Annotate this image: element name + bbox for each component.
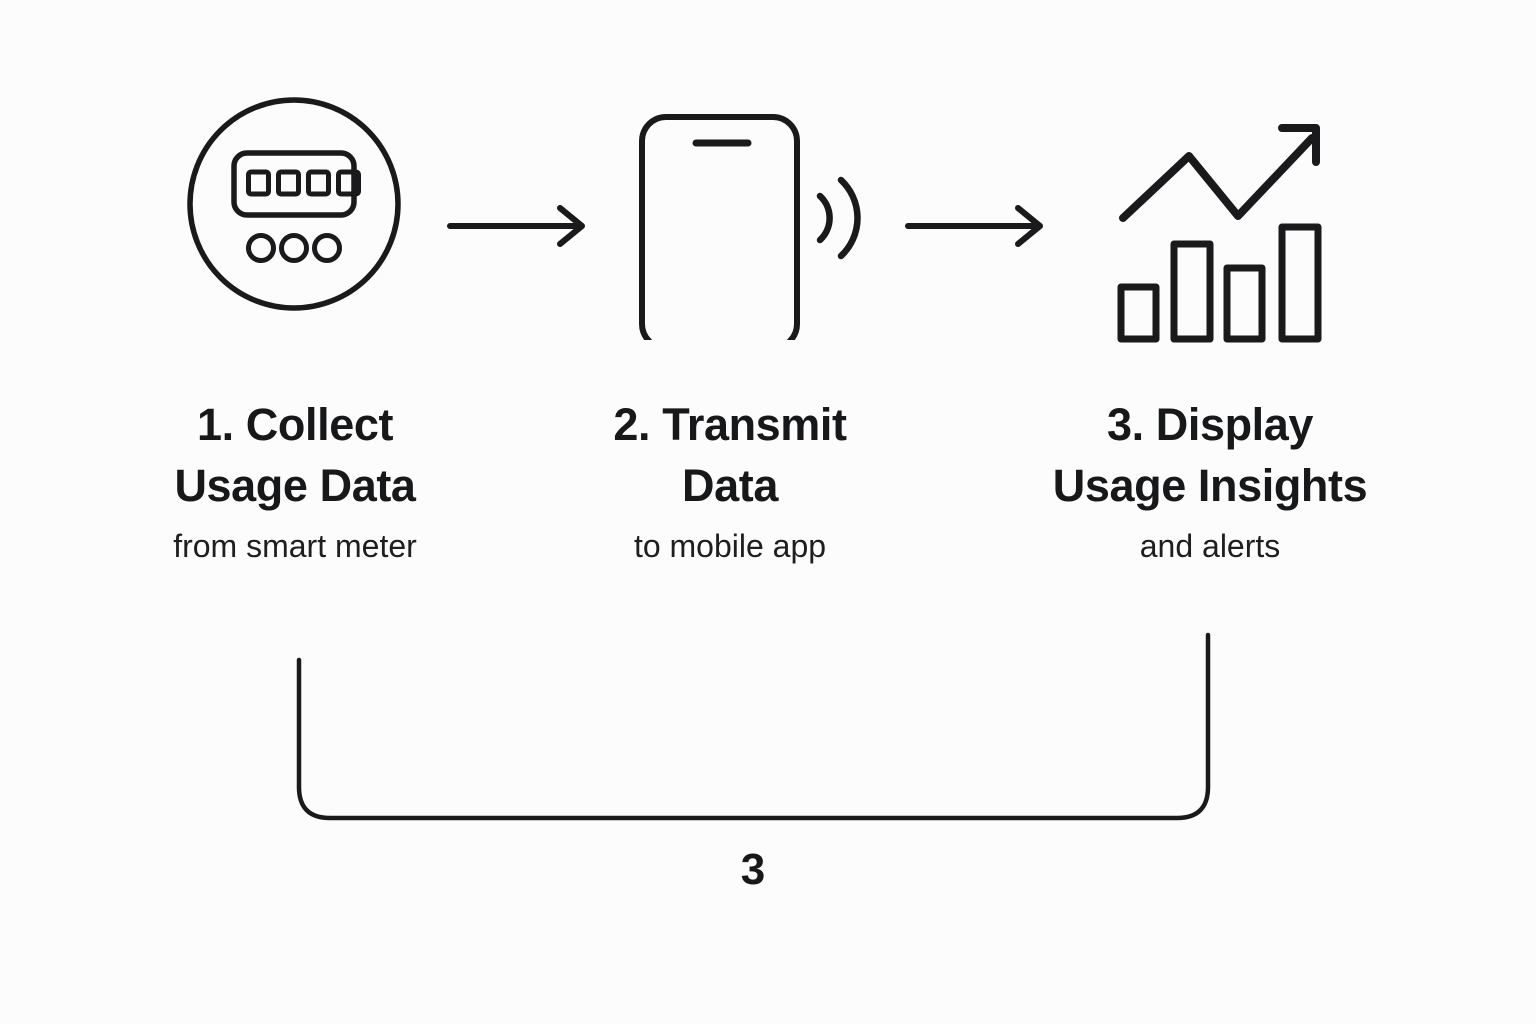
step-1-icon-container <box>186 96 402 366</box>
step-2-caption: 2. Transmit Data to mobile app <box>565 394 895 568</box>
smart-meter-icon <box>187 97 401 311</box>
step-2-subtitle: to mobile app <box>633 528 827 565</box>
step-2-icon-container <box>630 96 862 366</box>
step-1-title: 1. Collect Usage Data <box>174 399 416 512</box>
step-3-subtitle: and alerts <box>1139 528 1281 565</box>
connector-arrow-1 <box>446 204 590 248</box>
span-bracket-container <box>270 615 1250 845</box>
span-bracket-label-wrap: 3 <box>0 845 1536 895</box>
step-3-title: 3. Display Usage Insights <box>1052 399 1368 512</box>
step-2-title: 2. Transmit Data <box>613 399 847 512</box>
step-3-icon-container <box>1110 96 1330 366</box>
step-3-caption: 3. Display Usage Insights and alerts <box>1005 394 1415 568</box>
arrow-right-icon <box>905 205 1043 247</box>
span-bracket-label: 3 <box>740 845 766 894</box>
span-bracket-icon <box>296 632 1211 821</box>
arrow-right-icon <box>447 205 585 247</box>
steps-caption-row: 1. Collect Usage Data from smart meter 2… <box>0 394 1536 584</box>
step-1-caption: 1. Collect Usage Data from smart meter <box>110 394 480 568</box>
bar-chart-growth-icon <box>1117 124 1322 343</box>
steps-icon-row <box>0 96 1536 386</box>
connector-arrow-2 <box>904 204 1048 248</box>
mobile-phone-signal-icon <box>639 114 861 340</box>
step-1-subtitle: from smart meter <box>173 528 417 565</box>
